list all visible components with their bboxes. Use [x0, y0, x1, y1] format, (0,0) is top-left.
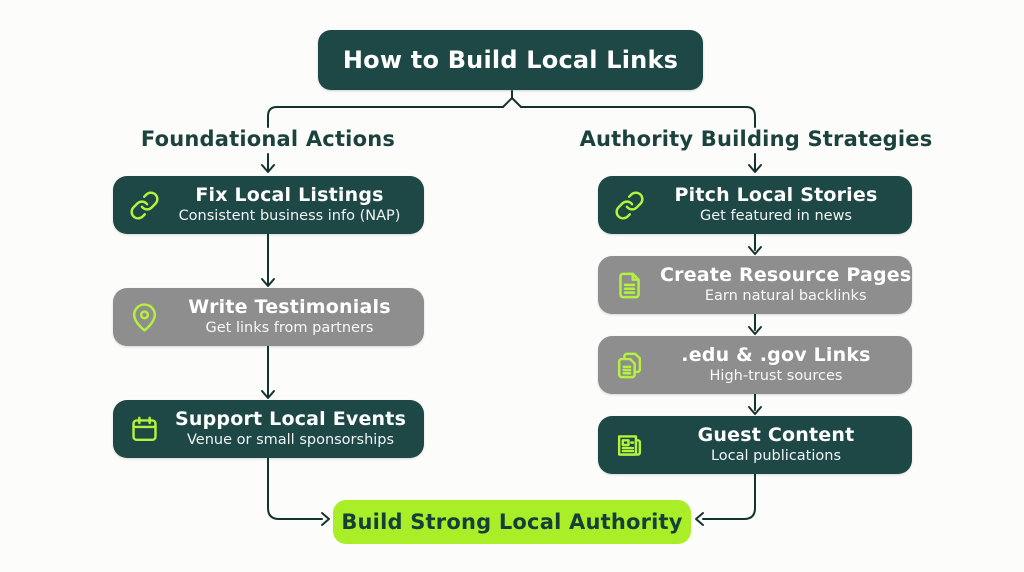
- location-pin-icon: [113, 302, 175, 333]
- card-title: Write Testimonials: [188, 296, 391, 319]
- calendar-icon: [113, 414, 175, 445]
- main-title: How to Build Local Links: [342, 46, 679, 74]
- column-foundational-actions: Fix Local Listings Consistent business i…: [113, 176, 424, 458]
- link-icon: [598, 190, 660, 221]
- flow-card: Fix Local Listings Consistent business i…: [113, 176, 424, 234]
- footer-box: Build Strong Local Authority: [333, 500, 691, 544]
- card-title: Guest Content: [697, 424, 855, 447]
- column-authority-strategies: Pitch Local Stories Get featured in news…: [598, 176, 912, 474]
- flow-card: Write Testimonials Get links from partne…: [113, 288, 424, 346]
- card-title: .edu & .gov Links: [681, 344, 871, 367]
- main-title-box: How to Build Local Links: [318, 30, 703, 90]
- card-title: Fix Local Listings: [195, 184, 384, 207]
- card-subtitle: Get links from partners: [205, 320, 374, 337]
- card-subtitle: High-trust sources: [709, 368, 843, 385]
- card-subtitle: Earn natural backlinks: [704, 288, 867, 305]
- flow-card: .edu & .gov Links High-trust sources: [598, 336, 912, 394]
- newspaper-icon: [598, 430, 660, 461]
- card-title: Pitch Local Stories: [674, 184, 878, 207]
- flow-card: Pitch Local Stories Get featured in news: [598, 176, 912, 234]
- card-title: Support Local Events: [175, 408, 407, 431]
- flow-card: Support Local Events Venue or small spon…: [113, 400, 424, 458]
- link-icon: [113, 190, 175, 221]
- column-header-authority: Authority Building Strategies: [579, 127, 933, 151]
- card-subtitle: Get featured in news: [700, 208, 852, 225]
- card-subtitle: Venue or small sponsorships: [187, 432, 395, 449]
- flow-card: Create Resource Pages Earn natural backl…: [598, 256, 912, 314]
- document-icon: [598, 270, 660, 301]
- card-subtitle: Consistent business info (NAP): [178, 208, 401, 225]
- footer-label: Build Strong Local Authority: [341, 510, 683, 534]
- documents-icon: [598, 350, 660, 381]
- card-title: Create Resource Pages: [660, 264, 912, 287]
- flow-card: Guest Content Local publications: [598, 416, 912, 474]
- card-subtitle: Local publications: [710, 448, 842, 465]
- column-header-foundational: Foundational Actions: [140, 127, 396, 151]
